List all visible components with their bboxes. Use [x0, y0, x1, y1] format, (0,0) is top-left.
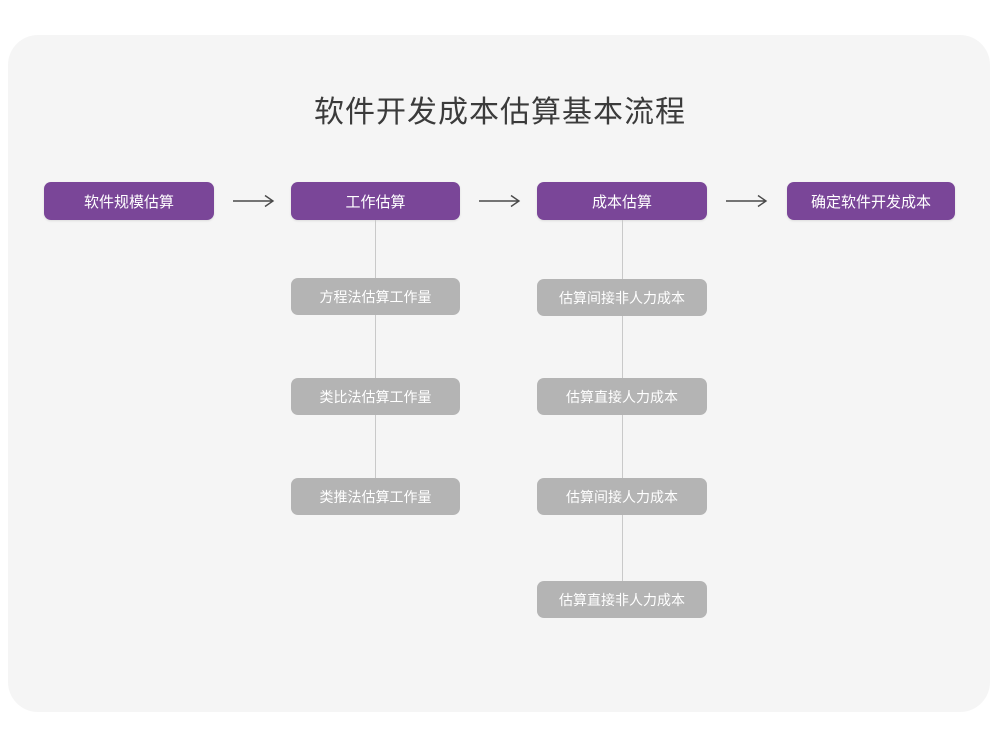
diagram-card — [8, 35, 990, 712]
connector-effort-1 — [375, 220, 376, 278]
sub-box-indirect-non-labor-cost[interactable]: 估算间接非人力成本 — [537, 279, 707, 316]
connector-cost-2 — [622, 316, 623, 378]
sub-box-indirect-labor-cost[interactable]: 估算间接人力成本 — [537, 478, 707, 515]
stage-box-software-size-estimation[interactable]: 软件规模估算 — [44, 182, 214, 220]
stage-box-determine-development-cost[interactable]: 确定软件开发成本 — [787, 182, 955, 220]
stage-box-effort-estimation[interactable]: 工作估算 — [291, 182, 460, 220]
connector-cost-4 — [622, 515, 623, 581]
sub-box-direct-labor-cost[interactable]: 估算直接人力成本 — [537, 378, 707, 415]
connector-effort-2 — [375, 315, 376, 378]
sub-box-effort-equation-method[interactable]: 方程法估算工作量 — [291, 278, 460, 315]
stage-box-cost-estimation[interactable]: 成本估算 — [537, 182, 707, 220]
flow-arrow-icon-2 — [472, 186, 532, 216]
flow-arrow-icon-3 — [719, 186, 779, 216]
page-title: 软件开发成本估算基本流程 — [314, 96, 686, 129]
connector-cost-3 — [622, 415, 623, 478]
flow-arrow-icon-1 — [226, 186, 286, 216]
connector-effort-3 — [375, 415, 376, 478]
sub-box-direct-non-labor-cost[interactable]: 估算直接非人力成本 — [537, 581, 707, 618]
sub-box-effort-inference-method[interactable]: 类推法估算工作量 — [291, 478, 460, 515]
connector-cost-1 — [622, 220, 623, 279]
sub-box-effort-analogy-method[interactable]: 类比法估算工作量 — [291, 378, 460, 415]
